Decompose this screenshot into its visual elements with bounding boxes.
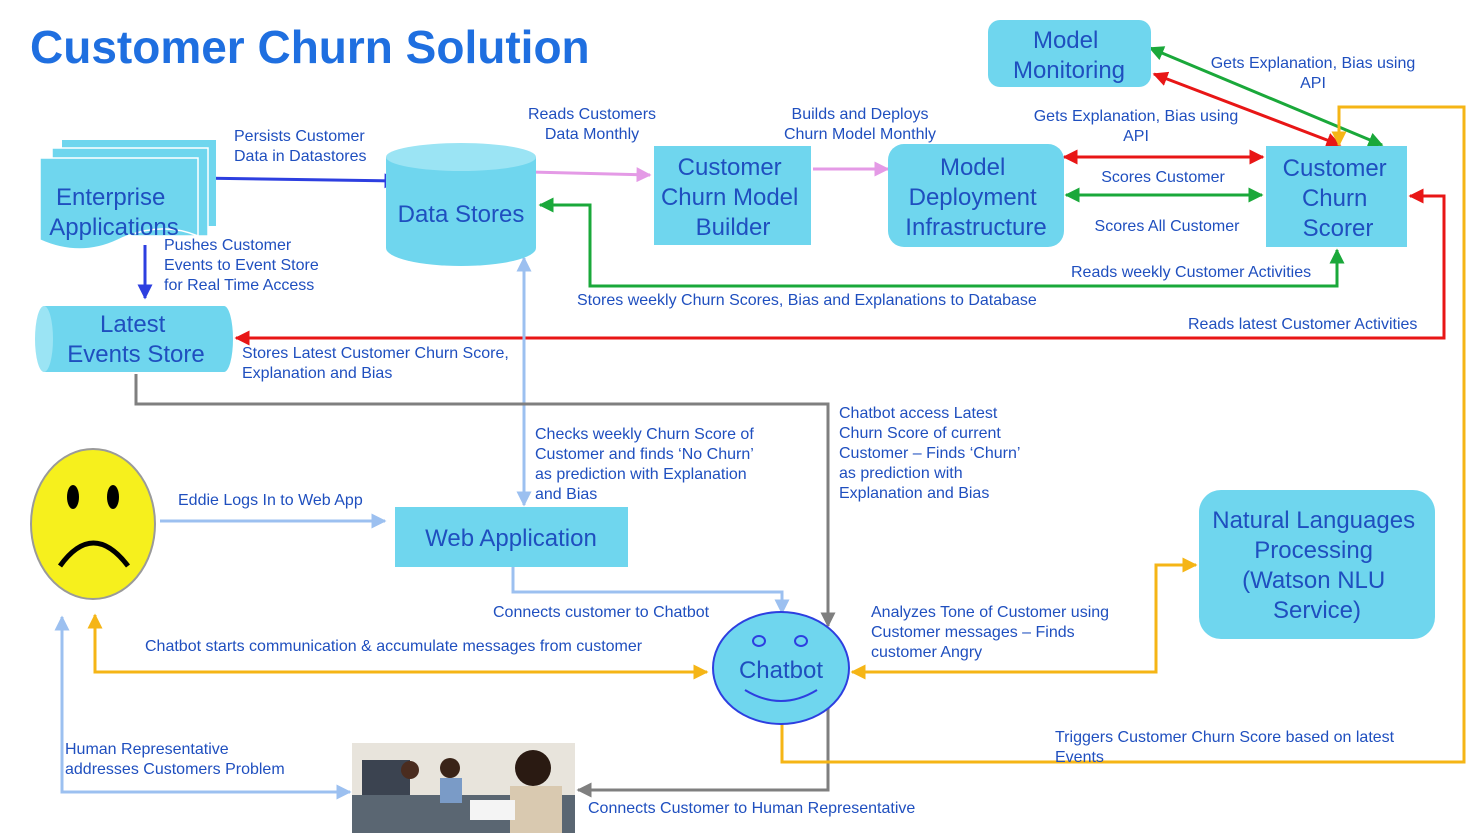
nlu-service-node[interactable]: Natural Languages Processing (Watson NLU… bbox=[1199, 490, 1435, 639]
label-reads-latest: Reads latest Customer Activities bbox=[1188, 316, 1417, 333]
connectors bbox=[54, 46, 1466, 800]
latest-events-store-node[interactable]: Latest Events Store bbox=[35, 306, 233, 372]
data-stores-label: Data Stores bbox=[398, 201, 525, 228]
chatbot-smile bbox=[744, 689, 818, 702]
edge-connects-chatbot bbox=[511, 567, 790, 615]
label-connects-chatbot: Connects customer to Chatbot bbox=[493, 604, 710, 621]
enterprise-applications-node[interactable]: Enterprise Applications bbox=[39, 140, 216, 250]
edge-reads-monthly bbox=[529, 167, 652, 183]
label-scores-customer: Scores Customer bbox=[1101, 169, 1225, 186]
edge-triggers bbox=[780, 105, 1466, 764]
chatbot-node[interactable]: Chatbot bbox=[712, 611, 850, 725]
label-chatbot-starts: Chatbot starts communication & accumulat… bbox=[145, 638, 643, 655]
edge-analyzes-tone bbox=[850, 557, 1198, 680]
enterprise-applications-label: Enterprise Applications bbox=[49, 184, 178, 241]
model-deployment-node[interactable]: Model Deployment Infrastructure bbox=[888, 144, 1064, 247]
model-monitoring-node[interactable]: Model Monitoring bbox=[988, 20, 1151, 87]
web-application-node[interactable]: Web Application bbox=[395, 507, 628, 567]
churn-model-builder-label: Customer Churn Model Builder bbox=[661, 154, 805, 241]
page-title: Customer Churn Solution bbox=[30, 21, 590, 73]
chatbot-eye-right bbox=[794, 635, 808, 647]
model-monitoring-label: Model Monitoring bbox=[1013, 27, 1125, 84]
edge-gets-explanation-red bbox=[1152, 71, 1342, 148]
edge-chatbot-starts bbox=[87, 613, 709, 680]
label-eddie-logs: Eddie Logs In to Web App bbox=[178, 492, 363, 509]
label-reads-weekly: Reads weekly Customer Activities bbox=[1071, 264, 1311, 281]
edge-connects-human bbox=[576, 705, 830, 798]
label-scores-all: Scores All Customer bbox=[1095, 218, 1241, 235]
churn-model-builder-node[interactable]: Customer Churn Model Builder bbox=[654, 146, 811, 245]
call-center-photo bbox=[352, 743, 575, 833]
churn-scorer-node[interactable]: Customer Churn Scorer bbox=[1266, 146, 1407, 247]
label-triggers: Triggers Customer Churn Score based on l… bbox=[1055, 729, 1395, 766]
label-stores-latest: Stores Latest Customer Churn Score,Expla… bbox=[242, 345, 509, 382]
edge-human-rep bbox=[54, 615, 352, 800]
edge-chatbot-access bbox=[134, 374, 836, 628]
label-stores-weekly: Stores weekly Churn Scores, Bias and Exp… bbox=[577, 292, 1037, 309]
chatbot-eye-left bbox=[752, 635, 766, 647]
sad-face-icon bbox=[30, 448, 156, 600]
model-deployment-label: Model Deployment Infrastructure bbox=[905, 154, 1046, 241]
nlu-service-label: Natural Languages Processing (Watson NLU… bbox=[1212, 507, 1422, 624]
web-application-label: Web Application bbox=[425, 525, 597, 552]
data-stores-node[interactable]: Data Stores bbox=[386, 143, 536, 266]
label-connects-human: Connects Customer to Human Representativ… bbox=[588, 800, 915, 817]
latest-events-store-label: Latest Events Store bbox=[67, 311, 204, 368]
chatbot-label: Chatbot bbox=[739, 657, 823, 684]
churn-scorer-label: Customer Churn Scorer bbox=[1283, 155, 1394, 242]
edge-persists bbox=[194, 173, 400, 189]
edge-reads-latest bbox=[234, 188, 1446, 346]
